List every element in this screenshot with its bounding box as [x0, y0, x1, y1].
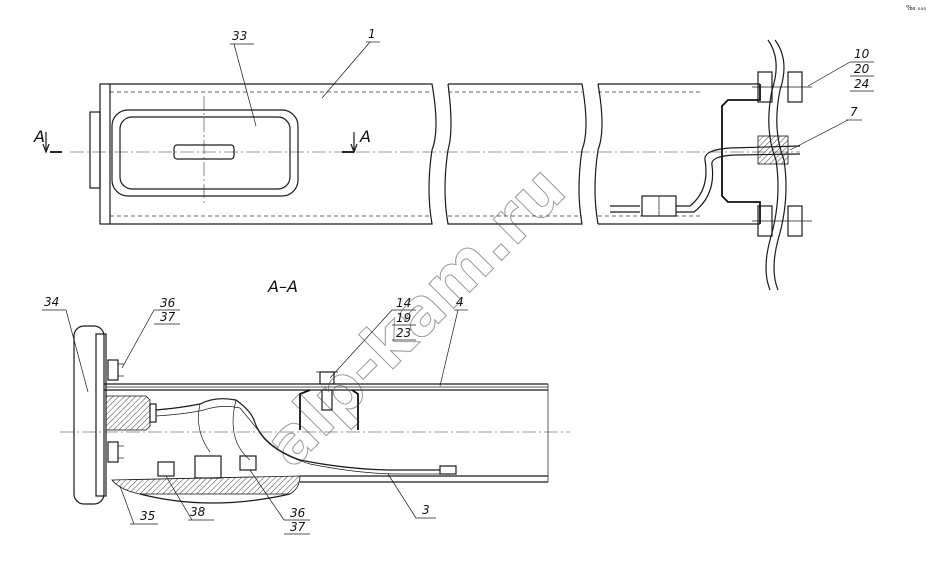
section-view: [60, 325, 570, 505]
callout-36-bottom: 36: [290, 506, 306, 520]
bracket: [721, 84, 761, 224]
beam-segment-3: [594, 83, 760, 225]
lower-lamp-housing: [111, 475, 301, 495]
callout-34: 34: [44, 295, 59, 309]
section-arrow-left: [42, 132, 50, 154]
callouts-section: 34 36 37 14 19 23 4 3 35 38 36 37: [42, 295, 468, 535]
callout-1: 1: [368, 27, 376, 41]
callout-19: 19: [396, 311, 411, 325]
screw-top: [107, 359, 119, 381]
beam-segment-2: [444, 83, 587, 225]
callout-20: 20: [854, 62, 870, 76]
callout-4: 4: [456, 295, 464, 309]
cable-top: [610, 145, 801, 207]
section-mark-right: A: [359, 127, 371, 146]
section-arrow-right: [350, 132, 358, 154]
callout-10: 10: [854, 47, 870, 61]
nut-38: [157, 461, 175, 477]
connector-box: [194, 455, 222, 479]
section-title: A–A: [267, 277, 298, 296]
callout-7: 7: [850, 105, 858, 119]
callout-23: 23: [396, 326, 411, 340]
section-mark-left: A: [33, 127, 45, 146]
callout-38: 38: [190, 505, 206, 519]
end-flange: [99, 83, 111, 225]
lamp-window-inner: [119, 116, 291, 190]
callout-37-bottom: 37: [290, 520, 306, 534]
callout-36-top: 36: [160, 296, 176, 310]
screw-bottom: [107, 441, 119, 463]
nut-36: [239, 455, 257, 471]
corner-mark: ‰ ₒₒₒ: [906, 4, 926, 12]
lamp-window-outer: [111, 109, 299, 197]
end-cap-outer: [89, 111, 101, 189]
top-view: A A: [33, 39, 812, 291]
socket: [106, 395, 151, 431]
grommet: [757, 135, 789, 165]
callout-37-top: 37: [160, 310, 176, 324]
inner-bracket: [299, 389, 359, 430]
callout-33: 33: [232, 29, 247, 43]
callout-24: 24: [854, 77, 869, 91]
callout-14: 14: [396, 296, 411, 310]
wire-clip: [439, 465, 457, 475]
callout-35: 35: [140, 509, 155, 523]
callout-3: 3: [422, 503, 430, 517]
beam-segment-1: [110, 83, 437, 225]
lamp-body: [73, 325, 105, 505]
callouts-top: 33 1 10 20 24 7: [230, 27, 874, 151]
